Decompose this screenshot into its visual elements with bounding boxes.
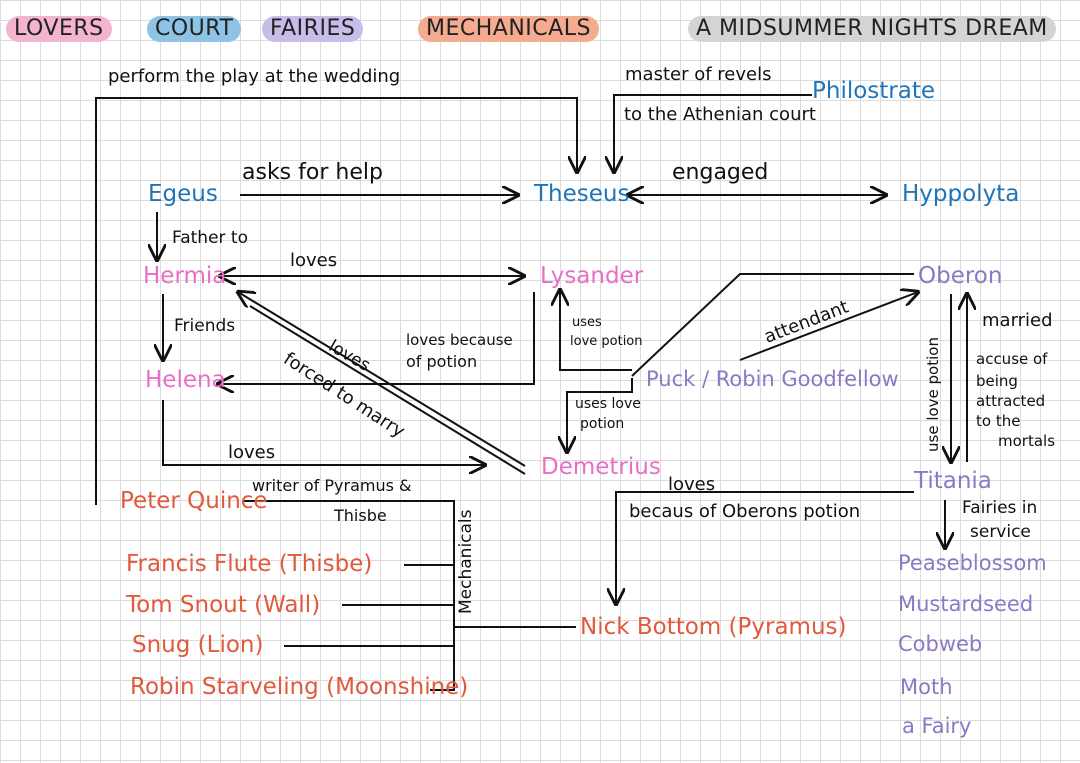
node-tom-snout: Tom Snout (Wall) xyxy=(126,592,321,618)
node-theseus: Theseus xyxy=(534,181,630,207)
node-peter-quince: Peter Quince xyxy=(120,488,268,514)
node-francis-flute: Francis Flute (Thisbe) xyxy=(126,551,373,577)
label-friends: Friends xyxy=(174,316,236,336)
node-moth: Moth xyxy=(900,675,953,699)
node-a-fairy: a Fairy xyxy=(902,714,972,738)
label-potion: potion xyxy=(580,416,625,432)
arrow-lysander-helena xyxy=(218,292,535,384)
legend-fairies: FAIRIES xyxy=(262,16,364,42)
label-thisbe: Thisbe xyxy=(334,506,387,525)
node-titania: Titania xyxy=(914,468,992,494)
label-of-potion: of potion xyxy=(406,352,478,371)
arrow-philostrate xyxy=(614,94,812,172)
label-fairies-in: Fairies in xyxy=(962,498,1038,518)
arrow-helena-demetrius xyxy=(162,400,485,465)
label-uses: uses xyxy=(572,315,602,330)
label-father-to: Father to xyxy=(172,228,248,248)
label-asks-for-help: asks for help xyxy=(242,160,383,185)
legend-mechanicals: MECHANICALS xyxy=(418,16,599,42)
label-to-court: to the Athenian court xyxy=(624,104,816,125)
node-snug: Snug (Lion) xyxy=(132,632,264,658)
node-oberon: Oberon xyxy=(918,263,1003,289)
label-married: married xyxy=(982,310,1053,331)
label-accuse-4: to the xyxy=(976,412,1021,430)
arrow-attendant xyxy=(739,292,918,361)
node-mustardseed: Mustardseed xyxy=(898,592,1034,616)
arrow-puck-lysander xyxy=(560,290,632,371)
label-use-love-potion: use love potion xyxy=(924,337,942,452)
label-love-potion: love potion xyxy=(570,334,643,349)
label-accuse-1: accuse of xyxy=(976,350,1048,368)
node-lysander: Lysander xyxy=(540,263,644,289)
line-oberon-puck xyxy=(631,273,914,377)
label-master-of-revels: master of revels xyxy=(625,64,772,85)
page-title: A MIDSUMMER NIGHTS DREAM xyxy=(688,16,1056,42)
node-egeus: Egeus xyxy=(148,181,218,207)
line-quince-bracket xyxy=(244,500,455,691)
label-accuse-3: attracted xyxy=(976,392,1046,410)
node-hyppolyta: Hyppolyta xyxy=(902,181,1020,207)
node-puck: Puck / Robin Goodfellow xyxy=(646,367,899,391)
arrow-puck-demetrius xyxy=(567,378,633,452)
arrow-perform-play xyxy=(95,97,577,505)
node-nick-bottom: Nick Bottom (Pyramus) xyxy=(580,614,847,640)
label-loves-hermia-lysander: loves xyxy=(290,250,338,271)
node-demetrius: Demetrius xyxy=(541,454,661,480)
node-helena: Helena xyxy=(145,367,226,393)
arrow-demetrius-hermia-2 xyxy=(249,305,526,475)
label-mechanicals: Mechanicals xyxy=(456,509,476,614)
legend-court: COURT xyxy=(147,16,242,42)
legend-lovers: LOVERS xyxy=(6,16,112,42)
label-loves-helena-demetrius: loves xyxy=(228,442,276,463)
label-accuse-5: mortals xyxy=(998,432,1056,450)
node-cobweb: Cobweb xyxy=(898,632,983,656)
label-loves-bottom: loves xyxy=(668,474,716,495)
label-service: service xyxy=(970,522,1031,542)
node-hermia: Hermia xyxy=(143,263,227,289)
node-peaseblossom: Peaseblossom xyxy=(898,551,1047,575)
label-engaged: engaged xyxy=(672,160,769,185)
label-perform-play: perform the play at the wedding xyxy=(108,66,401,87)
label-because-oberons-potion: becaus of Oberons potion xyxy=(629,501,861,522)
node-philostrate: Philostrate xyxy=(812,78,936,104)
arrow-demetrius-hermia-1 xyxy=(238,292,526,467)
label-accuse-2: being xyxy=(976,372,1018,390)
node-robin-starveling: Robin Starveling (Moonshine) xyxy=(130,674,469,700)
arrow-titania-bottom xyxy=(616,491,914,604)
label-loves-because: loves because xyxy=(406,331,513,349)
label-writer-of: writer of Pyramus & xyxy=(252,476,412,495)
label-uses-love: uses love xyxy=(575,396,641,412)
